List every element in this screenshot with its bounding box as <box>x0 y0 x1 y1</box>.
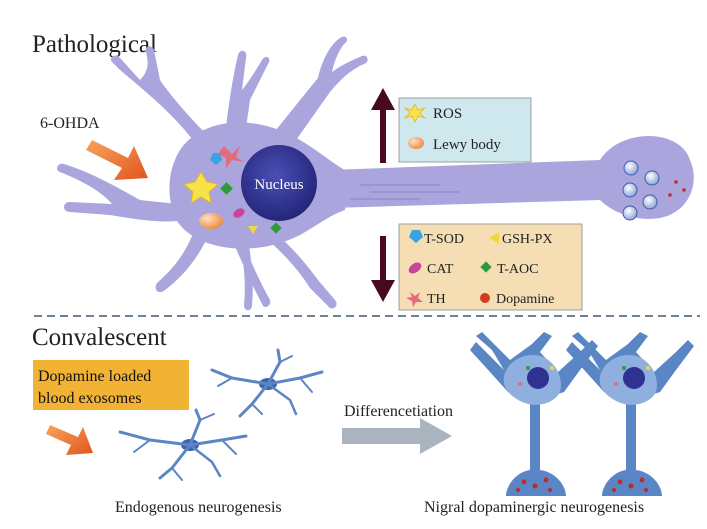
right-caption: Nigral dopaminergic neurogenesis <box>424 499 644 516</box>
t-sod-pentagon-icon <box>409 230 423 243</box>
decreased-t-aoc-label: T-AOC <box>497 262 539 277</box>
gsh-px-triangle-icon <box>489 232 499 244</box>
decreased-gsh-px-label: GSH-PX <box>502 232 553 247</box>
increase-arrow-icon <box>371 88 395 163</box>
endogenous-neuron-lower <box>118 408 248 481</box>
ros-star-icon <box>403 103 427 123</box>
increased-lewy-label: Lewy body <box>433 137 501 153</box>
treatment-label: 6-OHDA <box>40 115 100 132</box>
cat-ellipse-icon <box>408 262 422 274</box>
cat-ellipse-icon <box>233 208 245 218</box>
decreased-t-sod-label: T-SOD <box>424 232 464 247</box>
t-aoc-diamond-icon <box>270 222 282 234</box>
decreased-th-label: TH <box>427 292 446 307</box>
dopamine-dot-icon <box>480 293 490 303</box>
t-aoc-diamond-icon <box>220 182 233 195</box>
exosome-label-line1: Dopamine loaded <box>38 368 151 385</box>
pathological-title: Pathological <box>32 31 157 58</box>
nucleus-label: Nucleus <box>254 177 303 193</box>
dopaminergic-neuron-left <box>470 332 598 496</box>
increased-ros-label: ROS <box>433 106 462 122</box>
exosome-box <box>33 360 189 410</box>
differentiation-arrow-icon <box>342 418 452 454</box>
th-star-icon <box>218 146 244 168</box>
t-aoc-diamond-icon <box>480 261 492 273</box>
increased-panel <box>398 97 532 163</box>
left-caption: Endogenous neurogenesis <box>115 499 282 516</box>
dopaminergic-neuron-right <box>566 332 694 496</box>
endogenous-neuron-upper <box>210 348 324 418</box>
treatment-arrow-icon <box>86 140 148 180</box>
pathological-neuron <box>57 36 694 311</box>
gsh-px-triangle-icon <box>248 226 258 234</box>
th-star-icon <box>406 292 423 307</box>
t-sod-pentagon-icon <box>210 153 222 165</box>
lewy-body-icon <box>408 137 424 149</box>
decreased-dopamine-label: Dopamine <box>496 292 554 307</box>
ros-star-icon <box>182 171 220 204</box>
convalescent-title: Convalescent <box>32 324 167 351</box>
decrease-arrow-icon <box>371 236 395 302</box>
lewy-body-icon <box>199 213 223 229</box>
exosome-label-line2: blood exosomes <box>38 390 142 407</box>
exosome-arrow-icon <box>46 425 93 455</box>
decreased-cat-label: CAT <box>427 262 454 277</box>
nucleus <box>241 145 317 221</box>
differentiation-label: Differencetiation <box>344 403 453 420</box>
